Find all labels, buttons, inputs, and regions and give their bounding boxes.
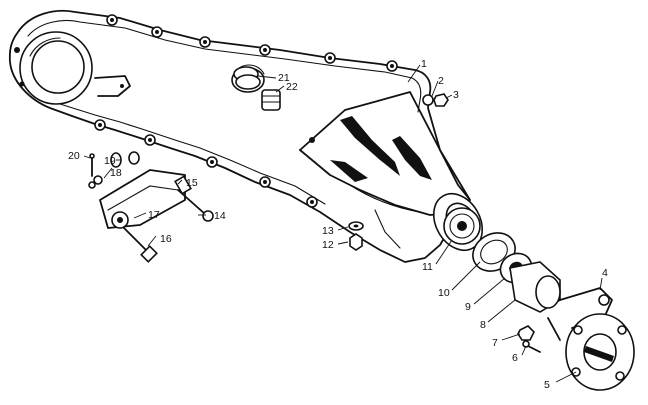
label-4: 4 — [602, 267, 608, 279]
drive-flange — [517, 287, 635, 391]
label-7: 7 — [492, 337, 498, 349]
washer-nut-12-13 — [348, 221, 364, 251]
stud-nut-2-3 — [422, 93, 449, 107]
label-10: 10 — [438, 287, 450, 299]
timing-cover — [8, 9, 484, 263]
label-21: 21 — [278, 72, 290, 84]
label-12: 12 — [322, 239, 334, 251]
label-2: 2 — [438, 75, 444, 87]
leader-lines — [83, 64, 603, 383]
label-3: 3 — [453, 89, 459, 101]
label-8: 8 — [480, 319, 486, 331]
label-1: 1 — [421, 58, 427, 70]
label-17: 17 — [148, 209, 160, 221]
flange-bolt-lugs — [94, 14, 398, 208]
bearing-and-seals — [443, 207, 561, 313]
label-19: 19 — [104, 155, 116, 167]
label-22: 22 — [286, 81, 298, 93]
label-9: 9 — [465, 301, 471, 313]
label-15: 15 — [186, 177, 198, 189]
label-14: 14 — [214, 210, 226, 222]
label-16: 16 — [160, 233, 172, 245]
label-5: 5 — [544, 379, 550, 391]
part-number-labels: 1 2 3 4 5 6 7 8 9 10 11 12 13 14 15 16 1… — [68, 58, 608, 391]
label-6: 6 — [512, 352, 518, 364]
label-18: 18 — [110, 167, 122, 179]
tensioner-bracket-assembly — [88, 151, 214, 263]
label-11: 11 — [422, 261, 433, 273]
plug-and-seal — [233, 66, 281, 111]
label-20: 20 — [68, 150, 80, 162]
label-13: 13 — [322, 225, 334, 237]
